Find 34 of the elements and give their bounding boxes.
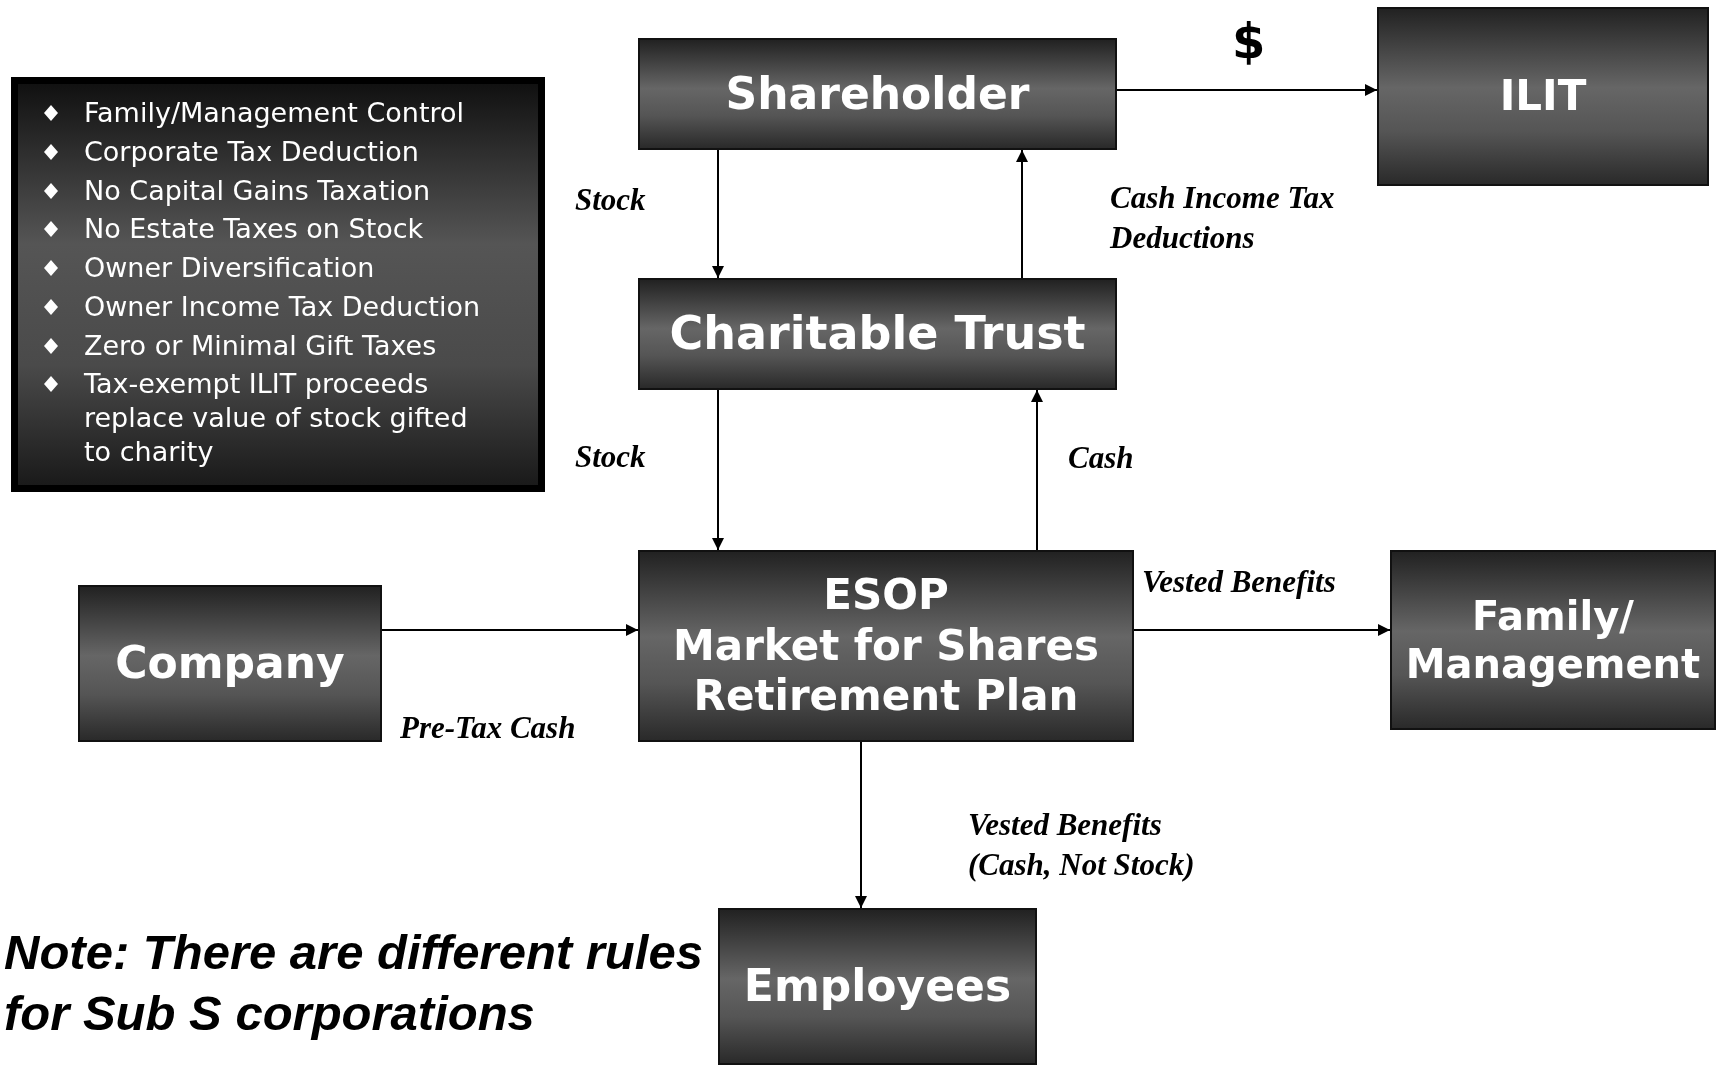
bullet-text: Tax-exempt ILIT proceeds replace value of stock gifted to charity (84, 367, 469, 469)
process-box (638, 278, 1117, 390)
bullet-text: Owner Income Tax Deduction (84, 289, 481, 324)
arrow (1031, 389, 1043, 551)
bullet-text: Owner Diversification (84, 251, 375, 285)
process-box (638, 550, 1134, 742)
process-box (1377, 7, 1709, 186)
box-label: Family/ Management (1404, 592, 1702, 688)
bullet-text: No Estate Taxes on Stock (84, 212, 424, 246)
arrow (855, 741, 867, 909)
process-box (1390, 550, 1716, 730)
box-label: ESOP (823, 570, 949, 621)
box-label: ILIT (1499, 71, 1587, 122)
bullet-text: Zero or Minimal Gift Taxes (84, 328, 437, 363)
box-label: Company (115, 637, 345, 690)
arrow (712, 149, 724, 279)
arrow (1016, 149, 1028, 279)
process-box (638, 38, 1117, 150)
box-label: Retirement Plan (693, 671, 1079, 722)
arrow (1116, 84, 1378, 96)
bullet-text: Corporate Tax Deduction (84, 134, 419, 169)
box-label: Employees (743, 960, 1012, 1013)
bullet-text: No Capital Gains Taxation (84, 173, 431, 208)
arrow (1133, 624, 1391, 636)
process-box (78, 585, 382, 742)
arrow (381, 624, 639, 636)
arrow (712, 389, 724, 551)
bullet-list-panel (11, 77, 545, 492)
bullet-text: Family/Management Control (84, 96, 465, 130)
box-label: Shareholder (725, 67, 1030, 121)
box-label: Charitable Trust (669, 306, 1086, 362)
box-label: Market for Shares (673, 620, 1099, 672)
process-box (718, 908, 1037, 1065)
note-text: Note: There are different rules for Sub S corporations (4, 924, 704, 1043)
